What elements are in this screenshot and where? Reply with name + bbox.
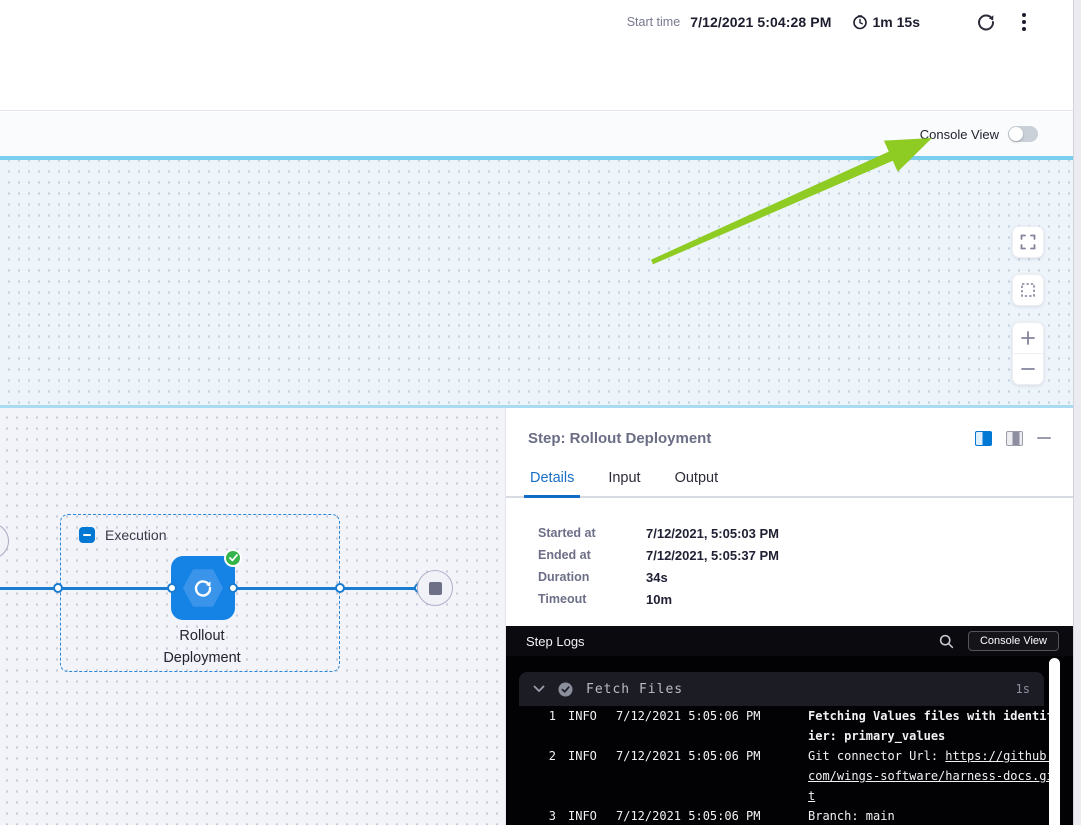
toggle-knob	[1009, 127, 1023, 141]
step-details-panel: Step: Rollout Deployment Details Input O…	[505, 408, 1073, 825]
rollout-refresh-icon	[192, 577, 214, 599]
search-icon[interactable]	[934, 630, 960, 652]
detail-row-started-at: Started at 7/12/2021, 5:05:03 PM	[538, 526, 779, 541]
panel-header: Step: Rollout Deployment	[506, 408, 1073, 460]
panel-title: Step: Rollout Deployment	[528, 429, 712, 447]
panel-header-icons	[975, 423, 1051, 446]
chevron-down-icon	[533, 685, 545, 693]
stop-icon	[428, 581, 442, 595]
fit-view-icon	[1020, 282, 1036, 298]
partial-node	[0, 523, 9, 559]
details-fields: Started at 7/12/2021, 5:05:03 PM Ended a…	[506, 498, 1073, 626]
step-hexagon	[183, 569, 223, 607]
stage-canvas[interactable]	[0, 160, 1073, 405]
zoom-controls	[1012, 322, 1044, 385]
step-logs-body[interactable]: Fetch Files 1s 1 INFO 7/12/2021 5:05:06 …	[506, 656, 1073, 825]
panel-tabs: Details Input Output	[506, 460, 1073, 498]
start-time-label: Start time	[626, 15, 681, 29]
tab-details[interactable]: Details	[523, 470, 581, 498]
clock-icon	[852, 14, 868, 30]
console-view-label: Console View	[919, 126, 999, 142]
end-node[interactable]	[417, 570, 453, 606]
console-view-toolbar: Console View	[0, 112, 1073, 156]
split-view-icon[interactable]	[975, 430, 992, 446]
refresh-button[interactable]	[972, 8, 1000, 36]
step-node-label: Rollout Deployment	[163, 628, 241, 666]
console-view-button[interactable]: Console View	[967, 631, 1059, 651]
tab-output[interactable]: Output	[674, 470, 719, 486]
execution-group-label: Execution	[105, 527, 167, 543]
console-view-toggle[interactable]	[1008, 126, 1038, 142]
log-line-1: 1 INFO 7/12/2021 5:05:06 PM Fetching Val…	[548, 709, 1054, 743]
step-logs-header: Step Logs Console View	[506, 626, 1073, 656]
elapsed-value: 1m 15s	[872, 14, 920, 30]
fullscreen-icon	[1020, 234, 1036, 250]
elapsed-time: 1m 15s	[852, 14, 920, 30]
log-section-name: Fetch Files	[586, 681, 684, 697]
log-section-fetch-files[interactable]: Fetch Files 1s	[519, 672, 1044, 706]
tab-input[interactable]: Input	[608, 470, 641, 486]
connector-dot	[53, 583, 63, 593]
success-badge-icon	[224, 549, 242, 567]
success-check-icon	[558, 682, 573, 697]
connector-dot	[335, 583, 345, 593]
sidebar-view-icon[interactable]	[1006, 430, 1023, 446]
connector-dot	[167, 583, 177, 593]
connector-dot	[228, 583, 238, 593]
step-logs-title: Step Logs	[526, 633, 585, 649]
log-section-duration: 1s	[1015, 682, 1030, 696]
fullscreen-button[interactable]	[1012, 226, 1044, 258]
kebab-menu-icon[interactable]	[1010, 8, 1038, 36]
top-header-bar: Start time 7/12/2021 5:04:28 PM 1m 15s	[0, 0, 1073, 111]
detail-row-ended-at: Ended at 7/12/2021, 5:05:37 PM	[538, 548, 779, 563]
collapse-group-checkbox[interactable]	[79, 527, 95, 543]
git-connector-link[interactable]: https://github.com/wings-software/harnes…	[808, 749, 1054, 803]
minimize-icon[interactable]	[1037, 436, 1051, 440]
log-scrollbar[interactable]	[1049, 658, 1060, 825]
zoom-in-button[interactable]	[1013, 323, 1043, 353]
log-lines: 1 INFO 7/12/2021 5:05:06 PM Fetching Val…	[506, 706, 1073, 825]
execution-group-header: Execution	[79, 527, 166, 543]
canvas-controls	[1012, 226, 1044, 385]
zoom-out-button[interactable]	[1013, 353, 1043, 384]
log-line-3: 3 INFO 7/12/2021 5:05:06 PM Branch: main	[548, 809, 895, 823]
log-message-with-link: Git connector Url: https://github.com/wi…	[808, 749, 1054, 803]
canvas-top-divider	[0, 156, 1073, 160]
detail-row-duration: Duration 34s	[538, 570, 668, 585]
canvas-mid-divider	[0, 405, 1073, 408]
start-time-value: 7/12/2021 5:04:28 PM	[690, 14, 832, 30]
log-line-2: 2 INFO 7/12/2021 5:05:06 PM Git connecto…	[542, 746, 1073, 806]
detail-row-timeout: Timeout 10m	[538, 592, 673, 607]
fit-to-view-button[interactable]	[1012, 274, 1044, 306]
execution-group-box: Execution	[60, 514, 340, 672]
rollout-step-node[interactable]	[171, 556, 235, 620]
execution-canvas[interactable]: Execution Rollout Deployment	[0, 408, 505, 825]
execution-meta-row: Start time 7/12/2021 5:04:28 PM 1m 15s	[627, 8, 1038, 36]
page-scrollbar-track[interactable]	[1073, 0, 1081, 825]
